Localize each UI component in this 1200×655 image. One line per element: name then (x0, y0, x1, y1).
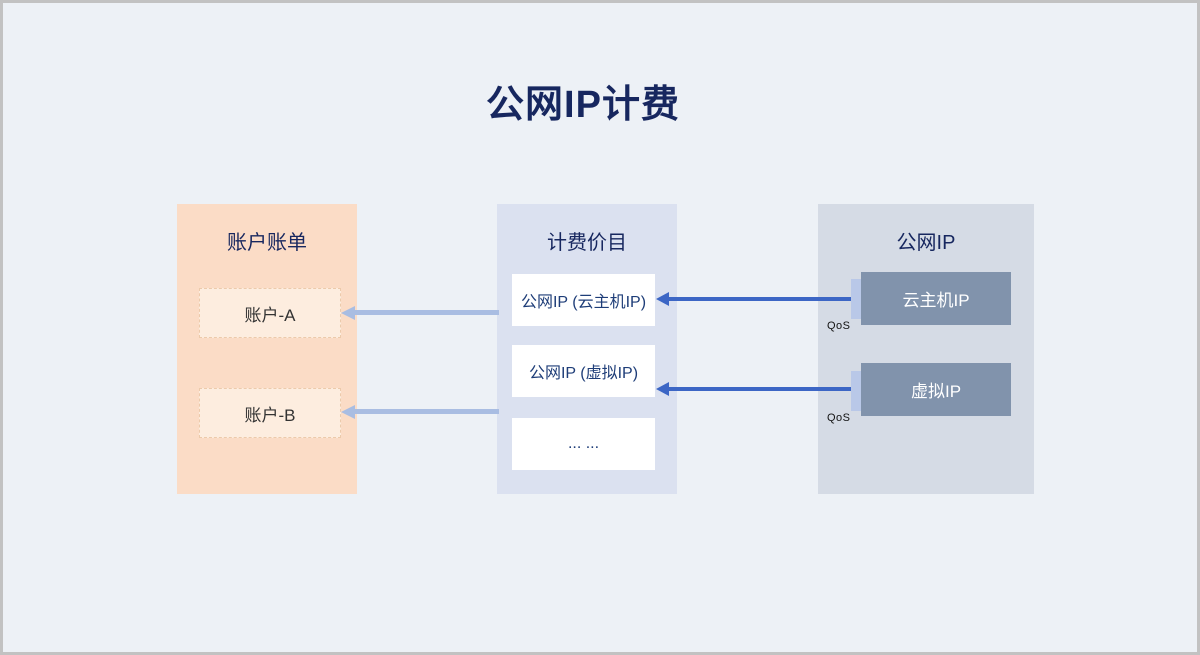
account-column-header: 账户账单 (227, 232, 307, 254)
pricing-column-header: 计费价目 (547, 232, 627, 254)
pricing-node-virtual-ip: 公网IP (虚拟IP) (512, 345, 655, 397)
pricing-node-ellipsis: ... ... (512, 418, 655, 470)
arrow-head-cloud-ip-to-pricing (656, 292, 669, 306)
qos-port-virtual-ip (851, 371, 861, 411)
arrow-line-cloud-ip-to-pricing (669, 297, 851, 301)
arrow-head-pricing-to-account-b (341, 405, 355, 419)
qos-port-cloud-ip (851, 279, 861, 319)
arrow-head-pricing-to-account-a (341, 306, 355, 320)
arrow-line-virtual-ip-to-pricing (669, 387, 851, 391)
account-a-node: 账户-A (199, 288, 341, 338)
arrow-head-virtual-ip-to-pricing (656, 382, 669, 396)
qos-label-cloud-ip: QoS (827, 320, 851, 332)
account-column: 账户账单 (177, 204, 357, 494)
account-b-node: 账户-B (199, 388, 341, 438)
page-title: 公网IP计费 (486, 84, 680, 126)
virtual-ip-node: 虚拟IP (861, 363, 1011, 416)
publicip-column: 公网IP (818, 204, 1034, 494)
cloud-ip-node: 云主机IP (861, 272, 1011, 325)
arrow-line-pricing-to-account-b (355, 409, 499, 414)
pricing-node-cloud-ip: 公网IP (云主机IP) (512, 274, 655, 326)
arrow-line-pricing-to-account-a (355, 310, 499, 315)
qos-label-virtual-ip: QoS (827, 412, 851, 424)
publicip-column-header: 公网IP (896, 232, 956, 254)
